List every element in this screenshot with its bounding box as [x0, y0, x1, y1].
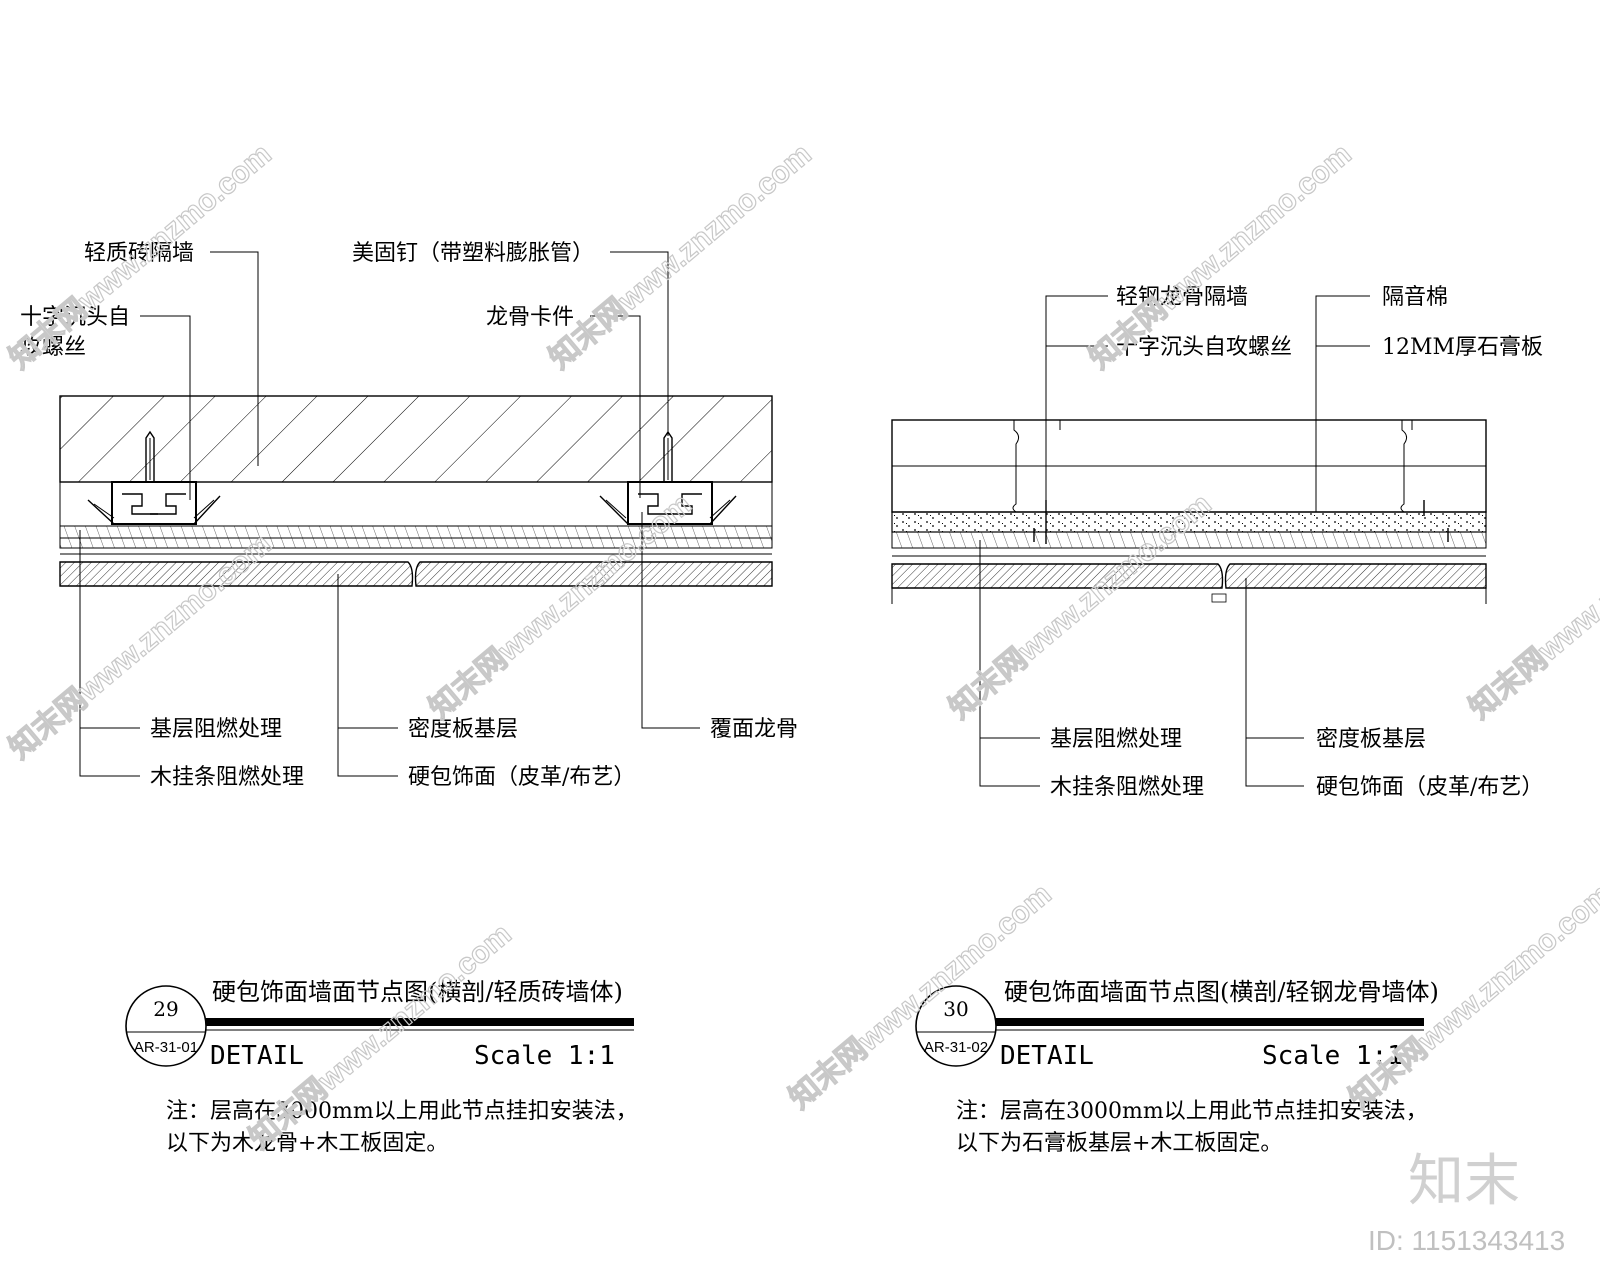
base-layer-mdf: [59, 537, 773, 549]
label-sound-wool: 隔音棉: [1382, 285, 1448, 310]
label-screw-30: 十字沉头自攻螺丝: [1116, 335, 1292, 360]
detail-title-29: 硬包饰面墙面节点图(横剖/轻质砖墙体): [212, 978, 623, 1006]
bubble-ref-29: AR-31-01: [134, 1039, 198, 1056]
label-base-fire: 基层阻燃处理: [150, 717, 282, 742]
detail-word-29: DETAIL: [210, 1041, 304, 1071]
label-nail: 美固钉（带塑料膨胀管）: [352, 241, 594, 266]
label-mdf-base-30: 密度板基层: [1316, 727, 1426, 752]
bubble-ref-30: AR-31-02: [924, 1039, 988, 1056]
label-light-brick-wall: 轻质砖隔墙: [84, 241, 194, 266]
detail-30: 轻钢龙骨隔墙 十字沉头自攻螺丝 隔音棉 12MM厚石膏板 基层阻燃处理 木挂条阻…: [891, 285, 1543, 1156]
label-hard-pack-30: 硬包饰面（皮革/布艺）: [1316, 775, 1543, 800]
watermark-layer: 知末网www.znzmo.com 知末网www.znzmo.com 知末网www…: [3, 137, 1600, 1256]
label-screw-line2: 攻螺丝: [20, 335, 86, 360]
detail-29: 轻质砖隔墙 十字沉头自 攻螺丝 美固钉（带塑料膨胀管） 龙骨卡件 基层阻燃处理 …: [20, 241, 798, 1156]
note-line1-30: 注：层高在3000mm以上用此节点挂扣安装法，: [956, 1099, 1428, 1124]
detail-word-30: DETAIL: [1000, 1041, 1094, 1071]
base-layer-30: [891, 531, 1487, 549]
label-gypsum: 12MM厚石膏板: [1382, 335, 1543, 360]
bubble-number-30: 30: [943, 997, 968, 1021]
watermark-id: ID: 1151343413: [1368, 1225, 1565, 1256]
hard-pack-panel-30-right: [1224, 563, 1487, 589]
detail-scale-30: Scale 1:1: [1262, 1041, 1403, 1071]
detail-scale-29: Scale 1:1: [474, 1041, 615, 1071]
title-block-29: 29 AR-31-01 硬包饰面墙面节点图(横剖/轻质砖墙体) DETAIL S…: [125, 978, 638, 1156]
title-block-30: 30 AR-31-02 硬包饰面墙面节点图(横剖/轻钢龙骨墙体) DETAIL …: [915, 978, 1439, 1156]
hard-pack-panel-30-left: [891, 563, 1224, 589]
label-steel-keel-wall: 轻钢龙骨隔墙: [1116, 285, 1248, 310]
brick-wall-section: [59, 395, 773, 483]
note-line1-29: 注：层高在3000mm以上用此节点挂扣安装法，: [166, 1099, 638, 1124]
watermark-text-5: 知末网www.znzmo.com: [423, 488, 697, 726]
label-wood-strip-fire: 木挂条阻燃处理: [150, 765, 304, 790]
label-hard-pack: 硬包饰面（皮革/布艺）: [408, 765, 635, 790]
keel-assembly-left: [87, 430, 221, 525]
watermark-text-1: 知末网www.znzmo.com: [3, 138, 277, 376]
bubble-number-29: 29: [153, 997, 178, 1021]
label-keel-clip: 龙骨卡件: [486, 305, 574, 330]
label-mdf-base: 密度板基层: [408, 717, 518, 742]
label-screw-line1: 十字沉头自: [20, 305, 130, 330]
hard-pack-panel-right: [414, 561, 773, 587]
hard-pack-panel-left: [59, 561, 414, 587]
note-line2-29: 以下为木龙骨+木工板固定。: [166, 1131, 448, 1156]
note-line2-30: 以下为石膏板基层+木工板固定。: [956, 1131, 1282, 1156]
label-wood-strip-fire-30: 木挂条阻燃处理: [1050, 775, 1204, 800]
label-cover-keel: 覆面龙骨: [710, 717, 798, 742]
watermark-brand: 知末: [1408, 1149, 1520, 1212]
label-base-fire-30: 基层阻燃处理: [1050, 727, 1182, 752]
detail-title-30: 硬包饰面墙面节点图(横剖/轻钢龙骨墙体): [1004, 978, 1439, 1006]
